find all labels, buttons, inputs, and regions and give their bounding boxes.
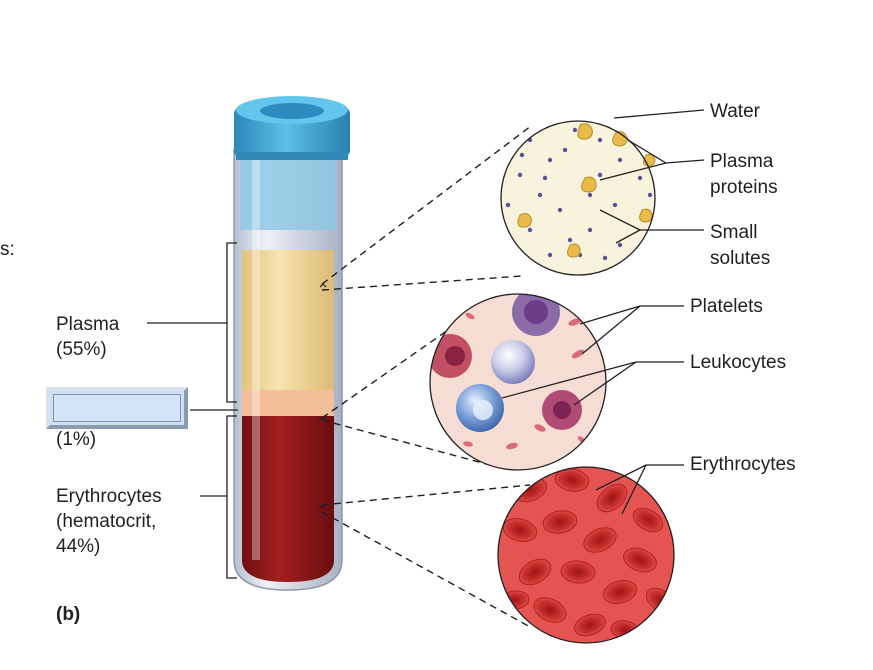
zoom-marker-plasma <box>319 283 327 288</box>
plasma-label: Plasma <box>56 314 120 335</box>
erythrocytes-right-label: Erythrocytes <box>690 454 796 475</box>
test-tube <box>233 149 343 591</box>
hematocrit-label: (hematocrit, <box>56 511 157 532</box>
answer-drop-box-inner[interactable] <box>53 394 181 422</box>
panel-label: (b) <box>56 604 81 625</box>
zoom-marker-buffy <box>319 416 327 421</box>
leukocyte <box>491 340 535 384</box>
plasma-proteins-label-line1: Plasma <box>710 151 774 172</box>
hematocrit-percent-label: 44%) <box>56 536 101 557</box>
plasma-proteins-label-line2: proteins <box>710 177 778 198</box>
zoom-marker-rbc <box>319 504 327 509</box>
platelets-label: Platelets <box>690 296 763 317</box>
cells-magnified-circle <box>429 293 607 471</box>
tube-cap <box>234 96 350 160</box>
water-label: Water <box>710 101 760 122</box>
plasma-layer <box>242 250 334 390</box>
leukocytes-label: Leukocytes <box>690 352 787 373</box>
plasma-magnified-circle <box>500 120 656 276</box>
left-brackets <box>147 242 238 579</box>
cropped-colon-label: s: <box>0 239 15 260</box>
buffy-coat-percent-label: (1%) <box>56 429 97 450</box>
right-leader-lines <box>501 109 705 515</box>
erythrocytes-label: Erythrocytes <box>56 486 162 507</box>
small-solutes-label-line1: Small <box>710 222 758 243</box>
zoom-lines <box>321 125 533 629</box>
small-solutes-label-line2: solutes <box>710 248 771 269</box>
answer-drop-box[interactable] <box>46 387 188 429</box>
erythrocyte-layer <box>242 416 334 582</box>
buffy-coat-layer <box>242 390 334 416</box>
erythrocytes-magnified-circle <box>497 466 675 644</box>
plasma-percent-label: (55%) <box>56 339 107 360</box>
